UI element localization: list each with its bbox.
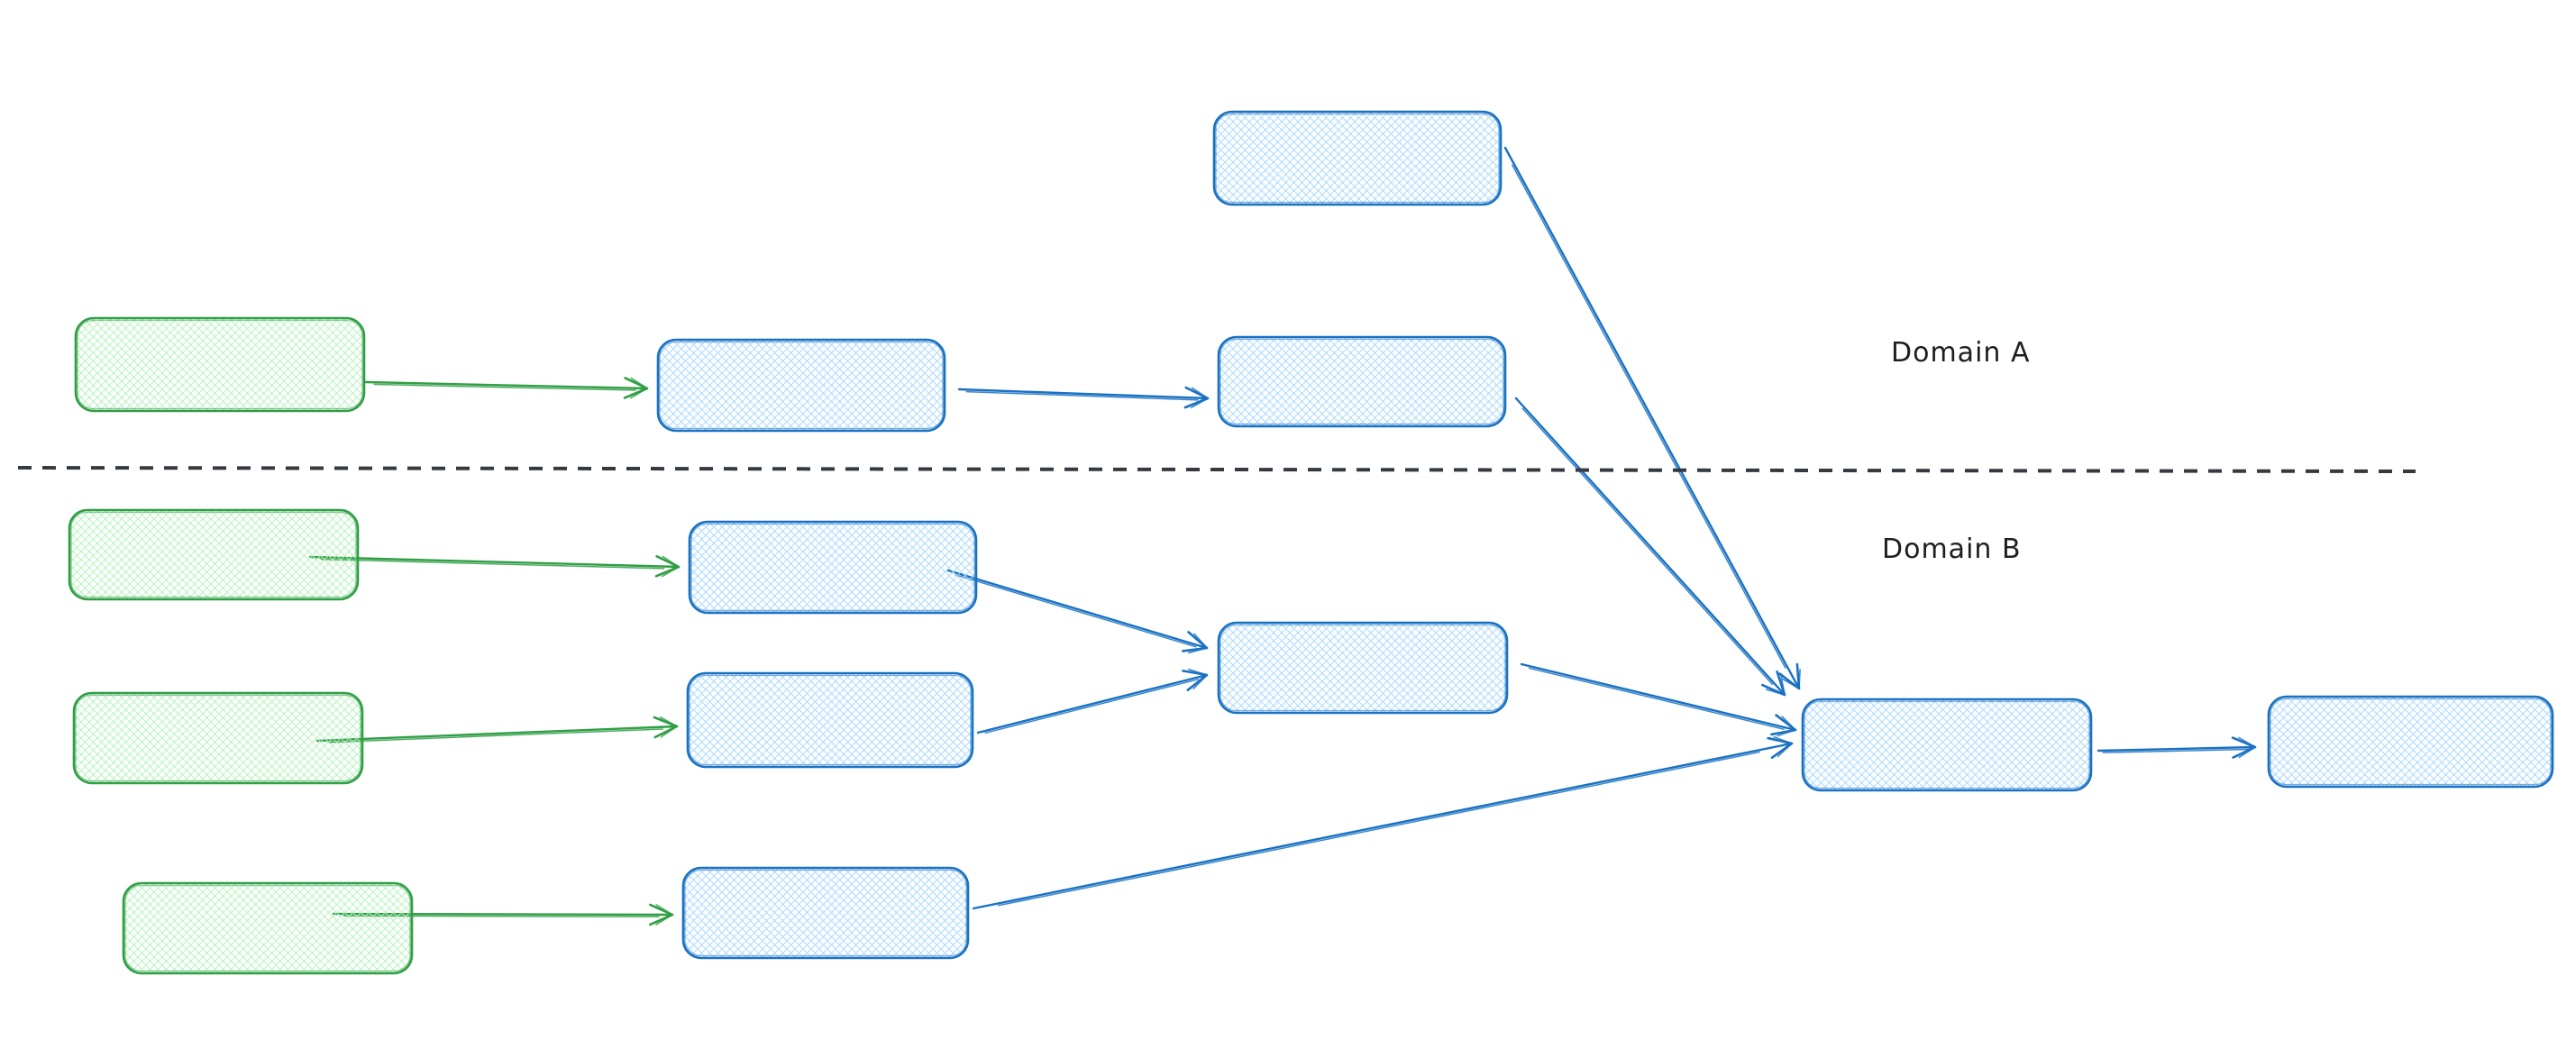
- arrow-source-b2-to-stage1-b2[interactable]: [315, 716, 679, 743]
- node-output[interactable]: [2267, 695, 2554, 789]
- node-stage1-b3[interactable]: [681, 866, 970, 960]
- node-stage1-b1[interactable]: [688, 520, 978, 615]
- nodes-layer: [68, 110, 2554, 975]
- node-stage1-a[interactable]: [656, 338, 946, 433]
- node-source-b1[interactable]: [68, 508, 360, 601]
- node-merge[interactable]: [1801, 698, 2093, 792]
- arrow-source-b1-to-stage1-b1[interactable]: [308, 555, 681, 578]
- arrow-stage2-b-to-merge[interactable]: [1520, 662, 1797, 737]
- domain-divider-line[interactable]: [17, 466, 2416, 473]
- arrow-source-top-to-merge[interactable]: [1503, 146, 1801, 690]
- domain-b-label[interactable]: Domain B: [1882, 534, 2022, 565]
- node-stage1-b2[interactable]: [686, 671, 974, 769]
- node-source-b2[interactable]: [72, 691, 364, 785]
- node-source-top[interactable]: [1212, 110, 1503, 206]
- arrow-stage2-a-to-merge[interactable]: [1514, 397, 1786, 697]
- domain-a-label[interactable]: Domain A: [1891, 337, 2030, 369]
- arrow-stage1-b1-to-stage2-b[interactable]: [946, 569, 1209, 654]
- edges-layer: [308, 146, 2257, 926]
- node-source-b3[interactable]: [122, 881, 414, 975]
- node-stage2-a[interactable]: [1217, 335, 1507, 428]
- node-source-a[interactable]: [74, 316, 366, 413]
- arrow-stage1-b2-to-stage2-b[interactable]: [976, 668, 1209, 734]
- arrow-merge-to-output[interactable]: [2096, 736, 2257, 759]
- arrow-stage1-a-to-stage2-a[interactable]: [957, 386, 1210, 409]
- arrow-source-a-to-stage1-a[interactable]: [364, 377, 649, 399]
- arrow-stage1-b3-to-merge[interactable]: [972, 735, 1794, 910]
- node-stage2-b[interactable]: [1217, 621, 1509, 715]
